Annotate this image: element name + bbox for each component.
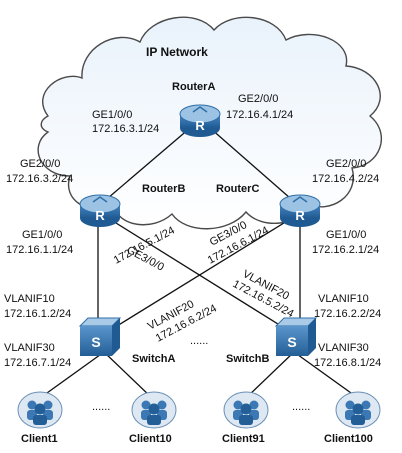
links — [39, 127, 359, 399]
switch-icon-letter: S — [287, 334, 296, 350]
switch-icon-letter: S — [91, 334, 100, 350]
client-100-label: Client100 — [324, 433, 373, 445]
router-arrows-icon — [192, 106, 208, 113]
clients-ellipsis-a: ...... — [92, 401, 110, 413]
router-a[interactable]: R — [179, 104, 221, 137]
client-91-label: Client91 — [222, 433, 265, 445]
link-switcha-client1 — [39, 351, 105, 399]
link-routera-routerb — [107, 127, 191, 199]
link-routerc-switcha — [103, 217, 293, 335]
switchb-name: SwitchB — [226, 353, 269, 365]
routerb-up-port: GE2/0/0 — [20, 158, 60, 170]
router-c[interactable]: R — [279, 194, 321, 227]
client-group-a: Client1 ...... Client10 — [17, 391, 177, 445]
routerc-down-ip: 172.16.2.1/24 — [312, 244, 379, 256]
client-1-label: Client1 — [21, 433, 58, 445]
switch-ellipsis: ...... — [190, 335, 208, 347]
router-icon-letter: R — [295, 208, 305, 223]
routera-left-port: GE1/0/0 — [92, 109, 132, 121]
router-b[interactable]: R — [79, 194, 121, 227]
routerb-down-port: GE1/0/0 — [22, 229, 62, 241]
link-routerb-switchb — [107, 217, 295, 335]
client-91-icon[interactable] — [223, 391, 269, 429]
routerc-up-port: GE2/0/0 — [326, 158, 366, 170]
client-100-icon[interactable] — [335, 391, 381, 429]
routerb-down-ip: 172.16.1.1/24 — [6, 244, 73, 256]
client-group-b: Client91 ...... Client100 — [222, 391, 381, 445]
switcha-vlan10: VLANIF10 — [4, 293, 55, 305]
routerc-up-ip: 172.16.4.2/24 — [312, 173, 379, 185]
router-icon-letter: R — [195, 118, 205, 133]
link-switcha-client10 — [103, 351, 153, 399]
routera-right-port: GE2/0/0 — [238, 93, 278, 105]
switchb-vlan10-ip: 172.16.2.2/24 — [314, 308, 381, 320]
router-arrows-icon — [292, 196, 308, 203]
ip-network-label: IP Network — [146, 45, 208, 59]
client-1-icon[interactable] — [17, 391, 63, 429]
router-arrows-icon — [92, 196, 108, 203]
routera-name: RouterA — [172, 81, 215, 93]
switch-a[interactable]: S — [78, 317, 122, 356]
switcha-vlan10-ip: 172.16.1.2/24 — [4, 308, 71, 320]
routera-left-ip: 172.16.3.1/24 — [92, 123, 159, 135]
switchb-vlan10: VLANIF10 — [318, 293, 369, 305]
link-routera-routerc — [209, 127, 291, 199]
switch-b[interactable]: S — [274, 317, 318, 356]
routerb-name: RouterB — [142, 183, 185, 195]
routerc-down-port: GE1/0/0 — [326, 229, 366, 241]
switchb-vlan30: VLANIF30 — [318, 342, 369, 354]
client-10-icon[interactable] — [131, 391, 177, 429]
routerc-name: RouterC — [216, 183, 259, 195]
routerb-up-ip: 172.16.3.2/24 — [6, 173, 73, 185]
routera-right-ip: 172.16.4.1/24 — [226, 109, 293, 121]
switcha-vlan30: VLANIF30 — [4, 342, 55, 354]
client-10-label: Client10 — [129, 433, 172, 445]
link-switchb-client91 — [245, 351, 295, 399]
switcha-vlan30-ip: 172.16.7.1/24 — [4, 357, 71, 369]
clients-ellipsis-b: ...... — [292, 401, 310, 413]
switchb-vlan30-ip: 172.16.8.1/24 — [314, 357, 381, 369]
router-icon-letter: R — [95, 208, 105, 223]
switcha-name: SwitchA — [132, 353, 175, 365]
link-switchb-client100 — [293, 351, 359, 399]
